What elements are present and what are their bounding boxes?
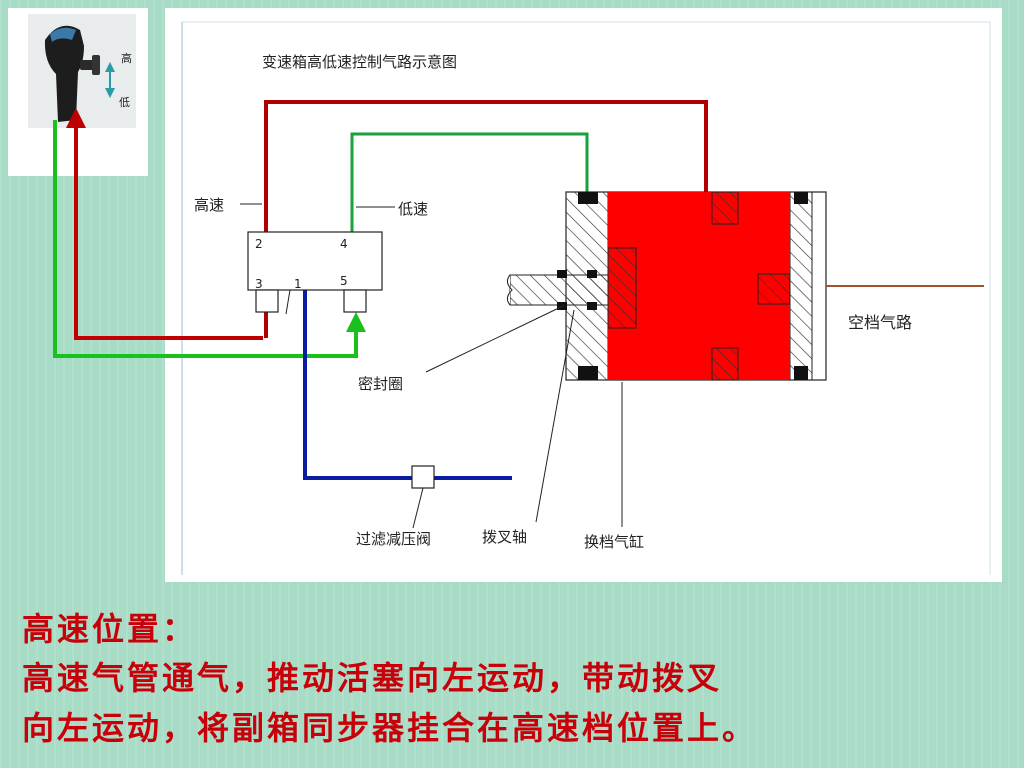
- valve-port-5: 5: [340, 274, 348, 288]
- label-neutral-air: 空档气路: [848, 313, 912, 332]
- low-speed-line: [350, 132, 589, 232]
- diagram-title: 变速箱高低速控制气路示意图: [262, 53, 457, 71]
- knob-arrow-down-icon: [105, 88, 115, 98]
- seal-ring-bottom-right: [587, 302, 597, 310]
- valve-port-3: 3: [255, 277, 263, 291]
- seal-ring-top-left: [557, 270, 567, 278]
- valve-port-2: 2: [255, 237, 263, 251]
- fork-shaft: [509, 274, 609, 306]
- seal-ring-top-right: [587, 270, 597, 278]
- filter-valve: [411, 465, 435, 489]
- shift-knob-icon: [44, 25, 100, 122]
- high-speed-line: [264, 100, 708, 338]
- knob-high-line: [66, 108, 263, 340]
- caption-line-1: 高速气管通气，推动活塞向左运动，带动拨叉: [22, 659, 723, 697]
- knob-low-line: [53, 120, 366, 358]
- knob-label-low: 低: [119, 96, 130, 109]
- label-high-speed: 高速: [194, 196, 224, 214]
- leader-fork-shaft: [535, 309, 575, 523]
- caption-line-2: 向左运动，将副箱同步器挂合在高速档位置上。: [22, 709, 758, 747]
- leader-filter-valve: [412, 487, 424, 529]
- label-fork-shaft: 拨叉轴: [482, 528, 527, 546]
- leader-seal-ring: [425, 304, 566, 373]
- valve-port-left: [255, 289, 279, 313]
- caption-heading: 高速位置：: [22, 610, 198, 648]
- label-low-speed: 低速: [398, 200, 428, 218]
- label-filter-valve: 过滤减压阀: [356, 530, 431, 548]
- valve-port-right: [343, 289, 367, 313]
- knob-arrow-up-icon: [105, 62, 115, 72]
- label-seal-ring: 密封圈: [358, 375, 403, 393]
- shift-cylinder: [565, 191, 827, 381]
- knob-image-bg: [28, 14, 136, 128]
- label-shift-cylinder: 换档气缸: [584, 533, 644, 551]
- valve-port-1: 1: [294, 277, 302, 291]
- knob-label-high: 高: [121, 51, 132, 65]
- fork-shaft-end: [506, 274, 513, 306]
- valve-exhaust: [285, 289, 291, 315]
- control-valve: [247, 231, 383, 291]
- valve-port-4: 4: [340, 237, 348, 251]
